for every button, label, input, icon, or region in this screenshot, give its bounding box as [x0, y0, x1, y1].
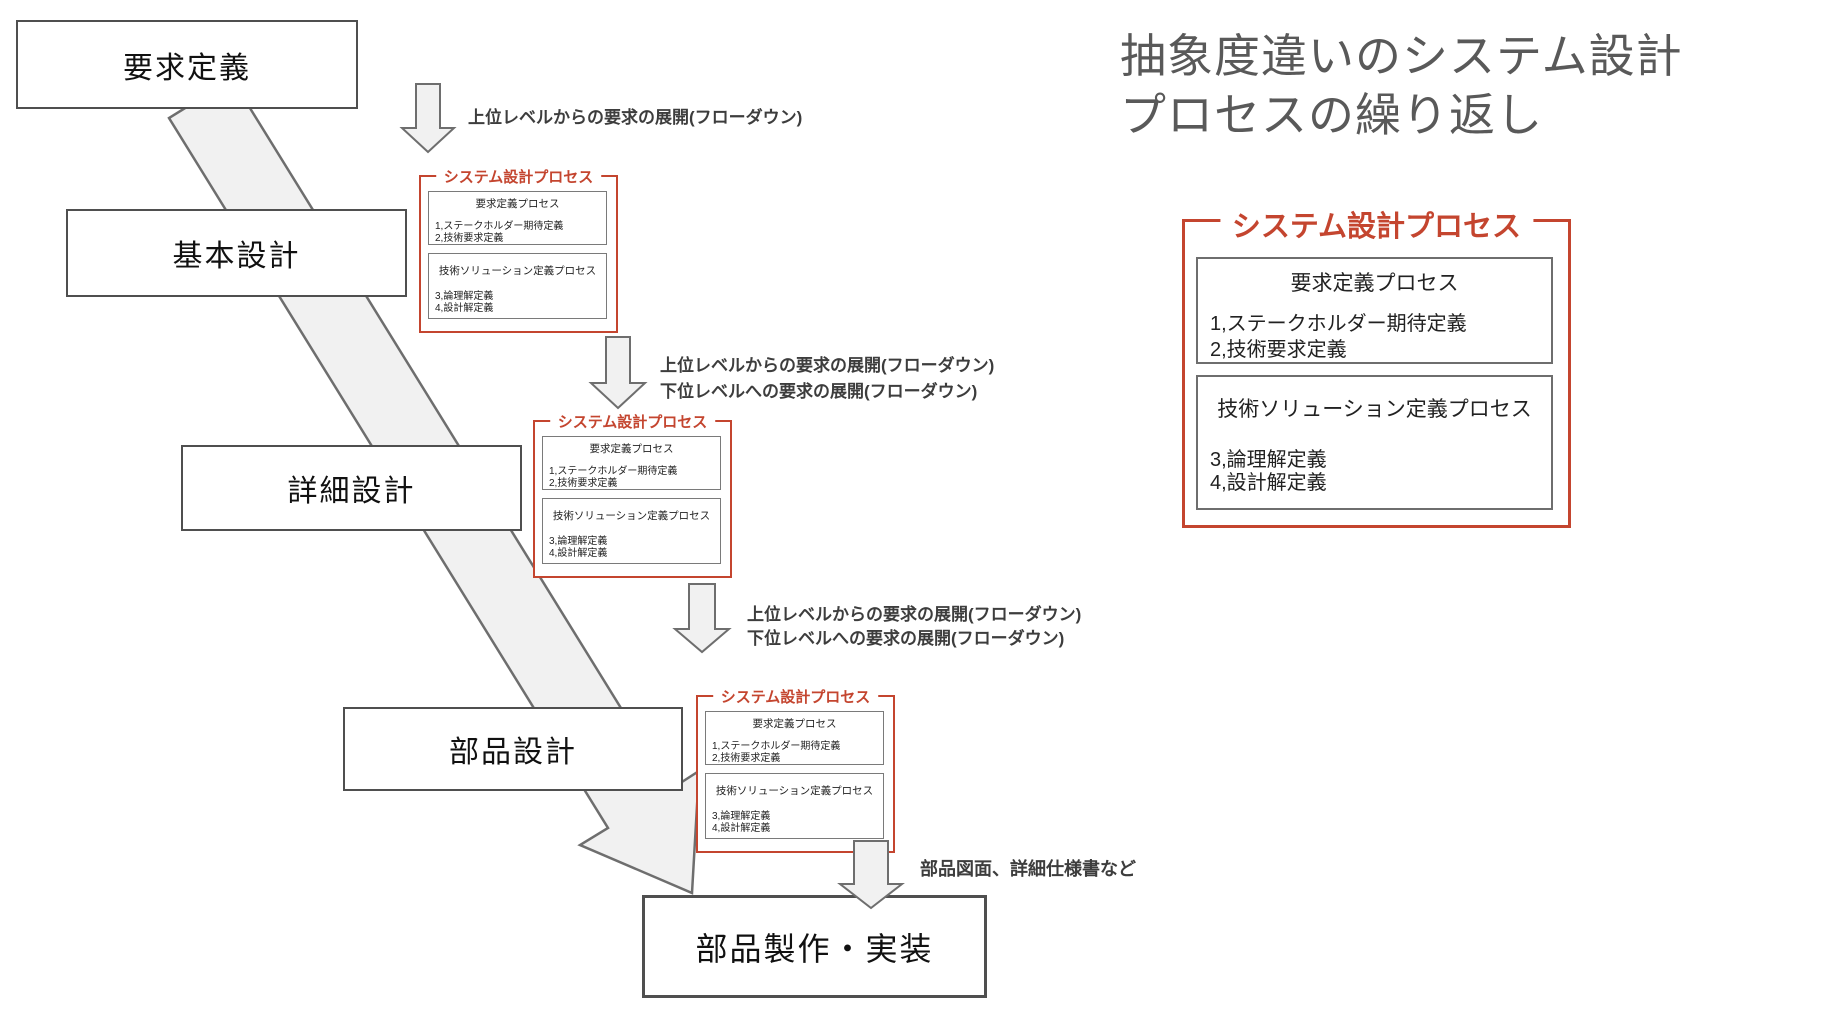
stage-label: 部品製作・実装 — [695, 930, 934, 967]
system-design-process-box-3: システム設計プロセス 要求定義プロセス 1,ステークホルダー期待定義 2,技術要… — [696, 686, 895, 853]
stage-label: 部品設計 — [449, 736, 577, 769]
solution-process-header: 技術ソリューション定義プロセス — [438, 265, 597, 277]
solution-item-2: 4,設計解定義 — [549, 547, 608, 559]
solution-item-1: 3,論理解定義 — [549, 536, 608, 547]
solution-item-1: 3,論理解定義 — [435, 291, 494, 302]
requirements-process-header: 要求定義プロセス — [475, 198, 560, 210]
process-box-title: システム設計プロセス — [549, 411, 716, 432]
requirements-process-header: 要求定義プロセス — [752, 718, 837, 730]
process-box-title: システム設計プロセス — [712, 686, 879, 707]
system-design-process-box-large: システム設計プロセス 要求定義プロセス 1,ステークホルダー期待定義 2,技術要… — [1182, 203, 1571, 528]
stage-label: 基本設計 — [172, 240, 301, 273]
stage-box-component-manufacturing: 部品製作・実装 — [642, 895, 987, 998]
requirements-process-subbox: 要求定義プロセス 1,ステークホルダー期待定義 2,技術要求定義 — [542, 436, 721, 490]
solution-process-header: 技術ソリューション定義プロセス — [715, 785, 874, 797]
solution-item-2: 4,設計解定義 — [1210, 472, 1327, 494]
requirements-process-subbox: 要求定義プロセス 1,ステークホルダー期待定義 2,技術要求定義 — [1196, 257, 1553, 364]
solution-process-subbox: 技術ソリューション定義プロセス 3,論理解定義 4,設計解定義 — [428, 253, 607, 319]
requirements-item-1: 1,ステークホルダー期待定義 — [712, 741, 841, 752]
stage-box-basic-design: 基本設計 — [66, 209, 407, 297]
stage-label: 詳細設計 — [287, 475, 416, 508]
solution-item-1: 3,論理解定義 — [1210, 449, 1327, 471]
system-design-process-box-1: システム設計プロセス 要求定義プロセス 1,ステークホルダー期待定義 2,技術要… — [419, 166, 618, 333]
stage-box-requirements-definition: 要求定義 — [16, 20, 358, 109]
process-box-title: システム設計プロセス — [435, 166, 602, 187]
system-design-process-box-2: システム設計プロセス 要求定義プロセス 1,ステークホルダー期待定義 2,技術要… — [533, 411, 732, 578]
solution-item-2: 4,設計解定義 — [712, 822, 771, 834]
stage-box-component-design: 部品設計 — [343, 707, 683, 791]
solution-process-subbox: 技術ソリューション定義プロセス 3,論理解定義 4,設計解定義 — [542, 498, 721, 564]
solution-process-subbox: 技術ソリューション定義プロセス 3,論理解定義 4,設計解定義 — [1196, 375, 1553, 510]
solution-item-1: 3,論理解定義 — [712, 811, 771, 822]
requirements-item-2: 2,技術要求定義 — [549, 477, 618, 489]
requirements-process-header: 要求定義プロセス — [589, 443, 674, 455]
requirements-process-subbox: 要求定義プロセス 1,ステークホルダー期待定義 2,技術要求定義 — [428, 191, 607, 245]
stage-label: 要求定義 — [123, 51, 251, 85]
stage-box-detailed-design: 詳細設計 — [181, 445, 522, 531]
requirements-process-subbox: 要求定義プロセス 1,ステークホルダー期待定義 2,技術要求定義 — [705, 711, 884, 765]
solution-process-header: 技術ソリューション定義プロセス — [1217, 398, 1532, 421]
requirements-item-2: 2,技術要求定義 — [435, 232, 504, 244]
solution-process-header: 技術ソリューション定義プロセス — [552, 510, 711, 522]
process-box-title: システム設計プロセス — [1219, 203, 1534, 245]
requirements-item-2: 2,技術要求定義 — [712, 752, 781, 764]
requirements-item-2: 2,技術要求定義 — [1210, 339, 1347, 361]
requirements-item-1: 1,ステークホルダー期待定義 — [549, 466, 678, 477]
solution-item-2: 4,設計解定義 — [435, 302, 494, 314]
requirements-item-1: 1,ステークホルダー期待定義 — [435, 221, 564, 232]
requirements-item-1: 1,ステークホルダー期待定義 — [1210, 313, 1467, 335]
requirements-process-header: 要求定義プロセス — [1290, 272, 1459, 295]
solution-process-subbox: 技術ソリューション定義プロセス 3,論理解定義 4,設計解定義 — [705, 773, 884, 839]
